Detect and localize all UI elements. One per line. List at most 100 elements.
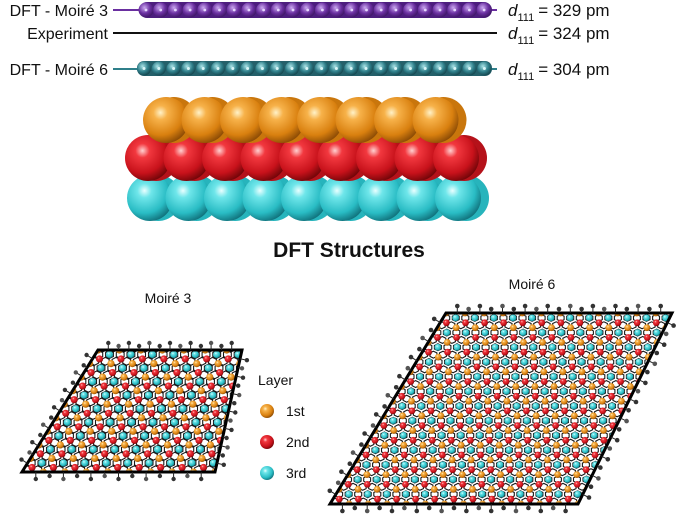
side-atom-1st bbox=[258, 97, 305, 143]
atom-1st bbox=[432, 515, 439, 520]
atom-1st bbox=[64, 360, 72, 368]
atom-3rd bbox=[93, 337, 100, 344]
atom-3rd bbox=[517, 490, 524, 498]
panel-label-moire3: Moiré 3 bbox=[145, 290, 192, 306]
moire6-atom-rod bbox=[137, 61, 492, 76]
atom-1st bbox=[501, 339, 508, 346]
rod-atom-highlight bbox=[349, 67, 353, 70]
atom-1st bbox=[214, 360, 222, 368]
atom-3rd bbox=[217, 378, 225, 386]
edge-atom bbox=[389, 508, 395, 514]
atom-2nd bbox=[595, 319, 603, 327]
atom-2nd bbox=[199, 463, 208, 472]
edge-atom bbox=[239, 366, 245, 371]
atom-1st bbox=[579, 397, 587, 405]
atom-1st bbox=[82, 400, 90, 408]
atom-3rd bbox=[46, 445, 55, 453]
edge-atom bbox=[47, 473, 52, 479]
edge-atom bbox=[647, 306, 652, 312]
atom-1st bbox=[330, 471, 333, 479]
atom-1st bbox=[182, 482, 189, 489]
rod-atom-highlight bbox=[290, 67, 294, 70]
legend-swatch-1st bbox=[260, 404, 274, 418]
atom-1st bbox=[562, 427, 569, 434]
edge-atom bbox=[352, 505, 358, 511]
atom-1st bbox=[128, 360, 136, 368]
atom-2nd bbox=[562, 436, 570, 444]
atom-2nd bbox=[507, 495, 515, 503]
moire6-top-view bbox=[327, 303, 676, 520]
atom-2nd bbox=[646, 392, 654, 400]
atom-3rd bbox=[222, 337, 229, 344]
atom-3rd bbox=[175, 445, 183, 453]
atom-2nd bbox=[501, 348, 509, 356]
atom-1st bbox=[504, 427, 512, 434]
atom-3rd bbox=[196, 378, 204, 386]
atom-1st bbox=[154, 387, 162, 395]
atom-2nd bbox=[425, 348, 432, 356]
atom-2nd bbox=[570, 392, 577, 400]
spacing-value-experiment: d111= 324 pm bbox=[508, 24, 610, 47]
rod-atom-highlight bbox=[262, 8, 265, 12]
atom-3rd bbox=[470, 506, 477, 513]
atom-3rd bbox=[105, 350, 114, 359]
atom-1st bbox=[363, 471, 371, 478]
atom-3rd bbox=[615, 329, 622, 336]
atom-3rd bbox=[607, 373, 615, 381]
atom-2nd bbox=[514, 422, 521, 429]
edge-atom bbox=[534, 306, 539, 312]
atom-3rd bbox=[452, 314, 460, 322]
atom-1st bbox=[31, 482, 38, 489]
atom-3rd bbox=[200, 337, 207, 344]
atom-3rd bbox=[137, 473, 144, 480]
rod-atom-highlight bbox=[232, 8, 236, 12]
atom-1st bbox=[510, 324, 517, 332]
legend-item-1st: 1st bbox=[260, 403, 305, 419]
atom-1st bbox=[138, 414, 146, 422]
atom-2nd bbox=[75, 423, 83, 431]
atom-1st bbox=[121, 441, 129, 449]
edge-atom bbox=[635, 303, 641, 309]
atom-2nd bbox=[483, 378, 491, 385]
atom-1st bbox=[279, 360, 286, 367]
atom-3rd bbox=[136, 337, 143, 344]
atom-1st bbox=[30, 414, 38, 422]
atom-3rd bbox=[51, 473, 58, 480]
atom-1st bbox=[663, 353, 671, 361]
atom-1st bbox=[439, 471, 447, 478]
atom-2nd bbox=[524, 436, 531, 444]
edge-atom bbox=[350, 450, 356, 455]
atom-1st bbox=[151, 427, 159, 435]
atom-1st bbox=[448, 456, 456, 464]
atom-3rd bbox=[68, 445, 76, 453]
rod-atom-highlight bbox=[291, 8, 295, 12]
edge-atom bbox=[228, 418, 233, 423]
atom-1st bbox=[502, 368, 510, 376]
atom-3rd bbox=[76, 432, 84, 440]
atom-3rd bbox=[608, 402, 616, 410]
atom-3rd bbox=[188, 459, 196, 467]
atom-3rd bbox=[547, 314, 555, 322]
atom-3rd bbox=[566, 314, 574, 322]
atom-3rd bbox=[543, 446, 551, 454]
edge-atom bbox=[414, 508, 420, 514]
edge-atom bbox=[377, 505, 382, 511]
atom-1st bbox=[536, 500, 544, 504]
atom-1st bbox=[625, 353, 633, 361]
atom-3rd bbox=[557, 329, 565, 336]
atom-1st bbox=[488, 485, 495, 493]
atom-2nd bbox=[100, 382, 108, 390]
atom-3rd bbox=[425, 358, 433, 366]
atom-2nd bbox=[118, 423, 126, 431]
atom-2nd bbox=[70, 396, 78, 404]
atom-3rd bbox=[629, 432, 636, 439]
atom-1st bbox=[91, 454, 99, 462]
atom-2nd bbox=[518, 510, 525, 517]
atom-3rd bbox=[89, 378, 97, 386]
atom-1st bbox=[615, 339, 623, 346]
atom-1st bbox=[553, 441, 560, 449]
atom-3rd bbox=[149, 418, 157, 426]
atom-1st bbox=[572, 441, 579, 449]
atom-2nd bbox=[233, 342, 240, 349]
atom-2nd bbox=[500, 319, 507, 327]
